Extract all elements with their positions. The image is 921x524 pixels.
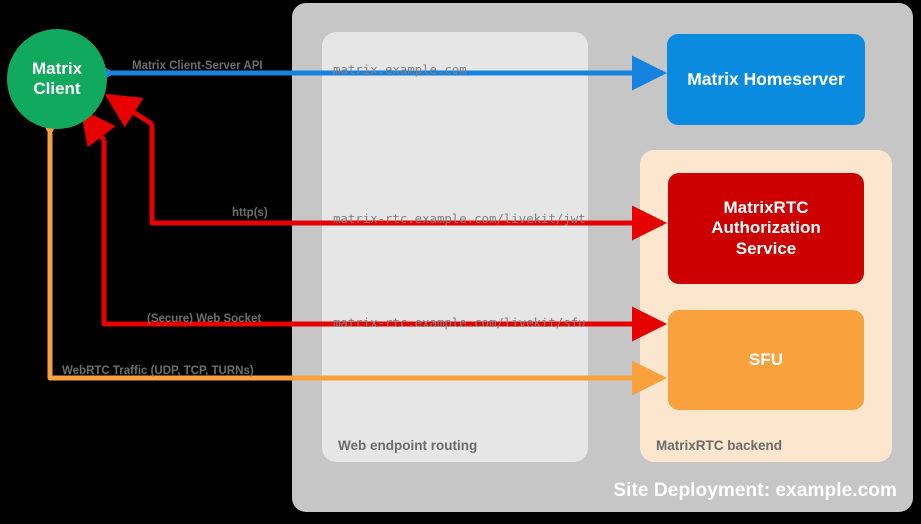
site-deployment-label: Site Deployment: example.com <box>613 480 897 501</box>
matrix-homeserver-label: Matrix Homeserver <box>687 69 845 89</box>
endpoint-url-livekit-sfu: matrix-rtc.example.com/livekit/sfu <box>333 315 586 330</box>
endpoint-url-livekit-jwt: matrix-rtc.example.com/livekit/jwt <box>333 211 586 226</box>
matrix-client-label-line2: Client <box>33 79 81 98</box>
edge-label-web-socket: (Secure) Web Socket <box>147 313 262 325</box>
matrix-client-label-line1: Matrix <box>31 59 83 79</box>
sfu-label: SFU <box>749 349 783 369</box>
auth-label-line3: Service <box>735 238 797 258</box>
edge-label-http: http(s) <box>232 207 268 219</box>
auth-label-line1: MatrixRTC <box>723 197 809 217</box>
node-sfu[interactable]: SFU <box>668 310 864 410</box>
endpoint-url-matrix: matrix.example.com <box>333 62 467 77</box>
edge-label-webrtc-traffic: WebRTC Traffic (UDP, TCP, TURNs) <box>62 365 254 377</box>
matrixrtc-backend-label: MatrixRTC backend <box>656 438 783 453</box>
edge-jwt-http <box>104 93 668 241</box>
node-matrixrtc-authorization-service[interactable]: MatrixRTC Authorization Service <box>668 173 864 284</box>
edge-webrtc-media <box>32 102 668 396</box>
node-matrix-homeserver[interactable]: Matrix Homeserver <box>667 34 865 125</box>
node-matrix-client[interactable]: Matrix Client <box>7 29 107 129</box>
auth-label-line2: Authorization <box>711 218 821 238</box>
web-endpoint-routing-label: Web endpoint routing <box>338 438 478 453</box>
edge-label-client-server-api: Matrix Client-Server API <box>132 60 263 72</box>
